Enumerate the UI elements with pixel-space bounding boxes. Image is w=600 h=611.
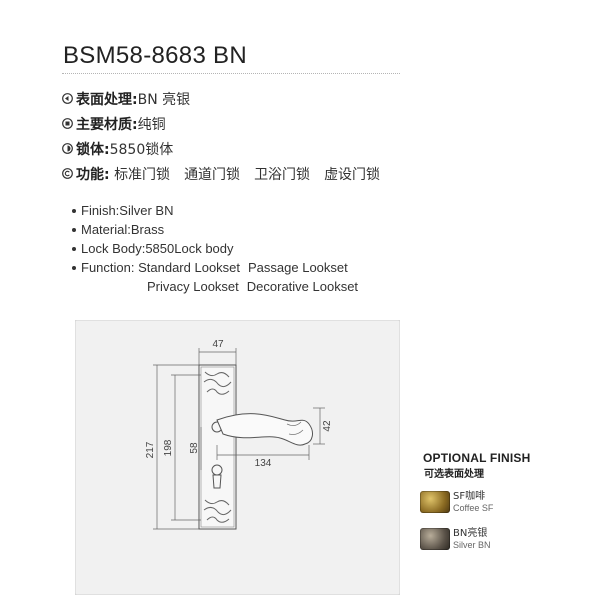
spec-row-material-cn: 主要材质: 纯铜 — [62, 111, 380, 136]
technical-drawing: 47 217 198 58 134 42 — [74, 319, 401, 600]
function-standard-cn: 标准门锁 — [114, 166, 171, 183]
spec-label: 主要材质: — [76, 116, 138, 133]
spec-row-function-cn: 功能: 标准门锁通道门锁卫浴门锁虚设门锁 — [62, 161, 380, 186]
spec-list-chinese: 表面处理: BN 亮银 主要材质: 纯铜 锁体: 5850锁体 功能: 标准门锁… — [62, 86, 380, 186]
drawing-panel — [74, 319, 401, 596]
bullet-icon — [72, 265, 76, 270]
spec-row-finish-en: Finish: Silver BN — [72, 201, 358, 220]
spec-value: Brass — [130, 222, 165, 237]
spec-row-material-en: Material: Brass — [72, 220, 358, 239]
bullet-icon — [72, 227, 76, 232]
title-divider — [62, 73, 400, 74]
backplate — [198, 364, 237, 530]
spec-value: 5850Lock body — [145, 241, 234, 256]
keyhole-bottom — [212, 474, 222, 489]
product-title: BSM58-8683 BN — [63, 42, 247, 69]
function-decorative-cn: 虚设门锁 — [324, 166, 381, 183]
function-standard-en: Standard Lookset — [138, 260, 241, 275]
spec-row-finish-cn: 表面处理: BN 亮银 — [62, 86, 380, 111]
optional-finish-subtitle: 可选表面处理 — [424, 469, 484, 480]
function-passage-cn: 通道门锁 — [184, 166, 241, 183]
finish-name-sf: SF咖啡 — [453, 491, 486, 502]
optional-finish-title: OPTIONAL FINISH — [423, 451, 531, 465]
drawing-svg: 47 217 198 58 134 42 — [74, 319, 401, 596]
function-decorative-en: Decorative Lookset — [246, 279, 359, 294]
finish-swatch-sf — [420, 491, 450, 513]
spec-value: 标准门锁通道门锁卫浴门锁虚设门锁 — [110, 164, 380, 184]
function-privacy-cn: 卫浴门锁 — [254, 166, 311, 183]
dim-width-label: 47 — [212, 339, 224, 350]
spec-row-lockbody-en: Lock Body: 5850Lock body — [72, 239, 358, 258]
spec-label: 功能: — [76, 166, 110, 183]
dim-spacing-label: 58 — [189, 442, 200, 454]
spec-label: 表面处理: — [76, 91, 138, 108]
function-privacy-en: Privacy Lookset — [147, 279, 239, 294]
circle-arrow-icon — [62, 93, 73, 104]
spec-row-function-en: Function: Standard Lookset Passage Lookse… — [72, 258, 358, 277]
spec-label: 锁体: — [76, 141, 110, 158]
spec-list-english: Finish: Silver BN Material: Brass Lock B… — [72, 201, 358, 296]
bullet-icon — [72, 246, 76, 251]
dim-height-inner-label: 198 — [163, 439, 174, 456]
function-passage-en: Passage Lookset — [248, 260, 348, 275]
dim-height-total-label: 217 — [145, 441, 156, 458]
spec-value: 5850锁体 — [109, 141, 174, 158]
spec-row-lockbody-cn: 锁体: 5850锁体 — [62, 136, 380, 161]
finish-swatch-bn — [420, 528, 450, 550]
bullet-icon — [72, 208, 76, 213]
finish-sub-bn: Silver BN — [453, 540, 491, 550]
spec-value: Silver BN — [119, 203, 174, 218]
spec-label: Function: — [81, 260, 135, 275]
spec-label: Material: — [81, 222, 131, 237]
lever-handle — [216, 413, 313, 446]
finish-name-bn: BN亮银 — [453, 528, 488, 539]
finish-sub-sf: Coffee SF — [453, 503, 494, 513]
spec-row-function-en-cont: Privacy Lookset Decorative Lookset — [72, 277, 358, 296]
spec-value: 纯铜 — [137, 116, 166, 133]
spec-value: BN 亮银 — [137, 91, 191, 108]
spec-label: Finish: — [81, 203, 120, 218]
dim-handle-length-label: 134 — [255, 458, 272, 469]
dim-handle-height-label: 42 — [322, 420, 333, 432]
circle-half-icon — [62, 143, 73, 154]
spec-label: Lock Body: — [81, 241, 146, 256]
circle-square-icon — [62, 118, 73, 129]
dimension-lines — [153, 348, 325, 530]
copyright-icon — [62, 168, 73, 179]
